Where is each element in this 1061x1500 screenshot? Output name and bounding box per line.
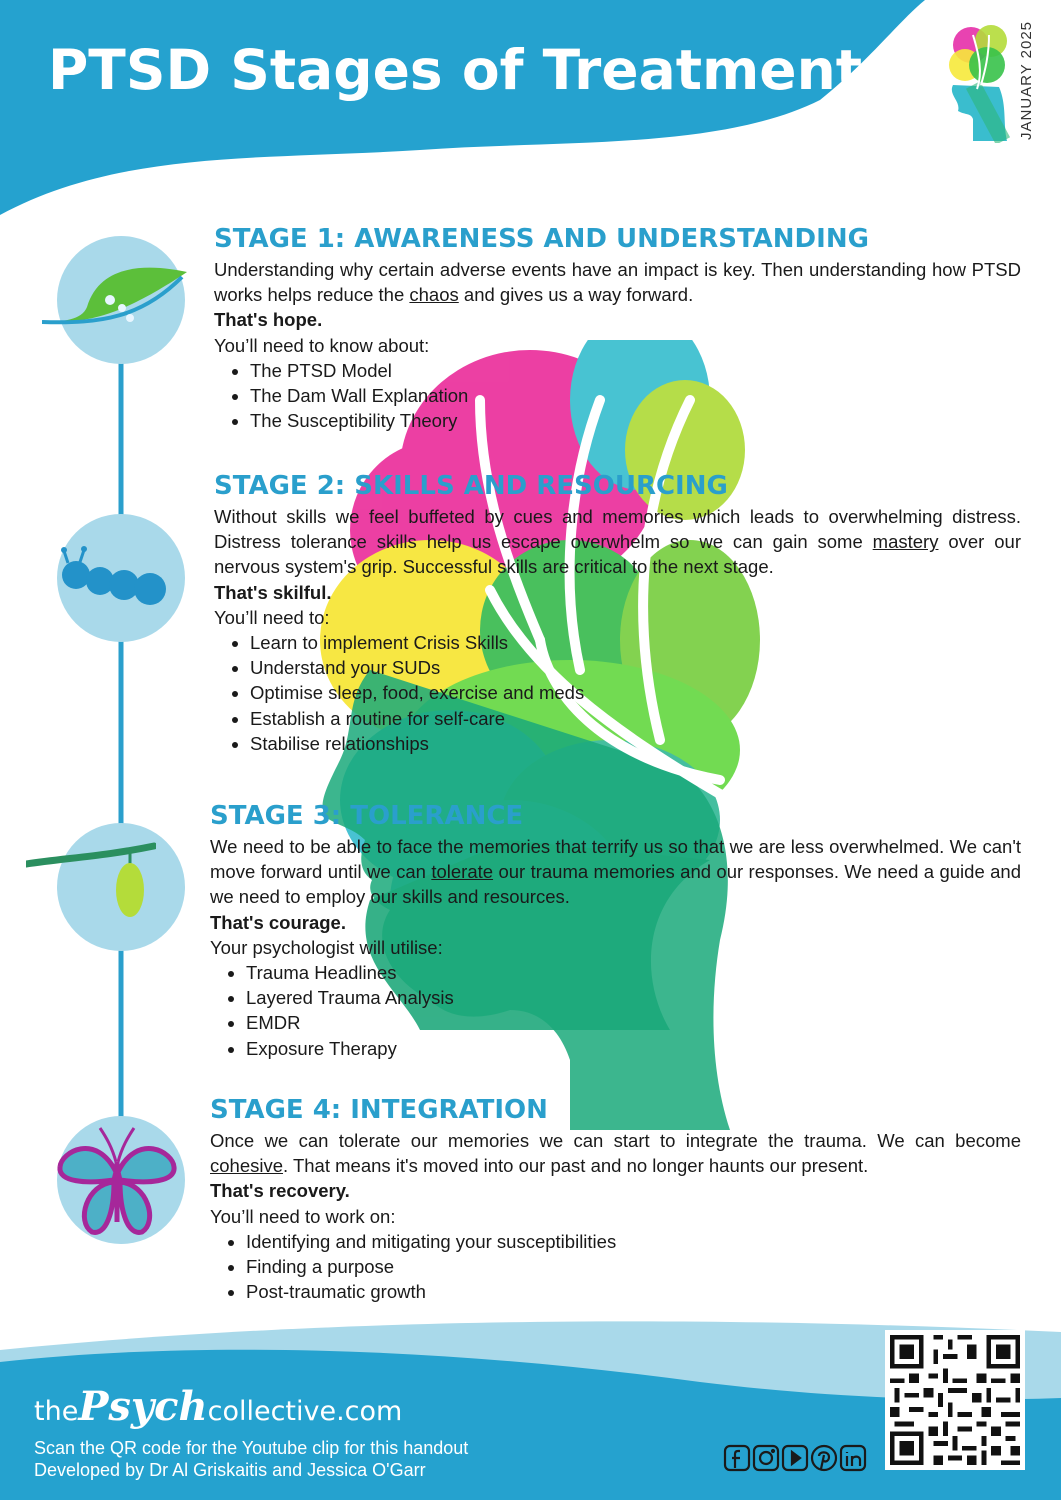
stage-4-lead: You’ll need to work on:	[210, 1205, 396, 1227]
stage-1-list: The PTSD Model The Dam Wall Explanation …	[214, 358, 1021, 434]
header-wave	[0, 0, 925, 215]
qr-note: Scan the QR code for the Youtube clip fo…	[34, 1438, 469, 1458]
stage-2-keyword: mastery	[872, 531, 939, 553]
qr-code-icon[interactable]	[885, 1330, 1025, 1470]
date-label: JANUARY 2025	[1018, 20, 1035, 140]
stage-4-emphasis: That's recovery.	[210, 1180, 350, 1202]
list-item: Finding a purpose	[246, 1254, 1021, 1279]
stage-3-keyword: tolerate	[431, 861, 494, 883]
stage-4-keyword: cohesive	[210, 1155, 284, 1177]
list-item: Optimise sleep, food, exercise and meds	[250, 680, 1021, 705]
list-item: Learn to implement Crisis Skills	[250, 630, 1021, 655]
pinterest-icon[interactable]	[810, 1444, 838, 1472]
stage-3-emphasis: That's courage.	[210, 911, 346, 933]
stage-2-section: STAGE 2: SKILLS AND RESOURCING Without s…	[214, 470, 1021, 756]
list-item: Identifying and mitigating your suscepti…	[246, 1229, 1021, 1254]
leaf-icon	[42, 267, 187, 325]
credits: Developed by Dr Al Griskaitis and Jessic…	[34, 1460, 426, 1480]
site-brand: Psych	[78, 1383, 208, 1430]
site-link[interactable]: thePsychcollective.com	[34, 1383, 403, 1430]
stage-4-section: STAGE 4: INTEGRATION Once we can tolerat…	[210, 1094, 1021, 1304]
psych-collective-logo-icon	[949, 25, 1011, 143]
youtube-icon[interactable]	[781, 1444, 809, 1472]
stage-1-description: Understanding why certain adverse events…	[214, 259, 1021, 306]
stage-1-heading: STAGE 1: AWARENESS AND UNDERSTANDING	[214, 224, 869, 254]
list-item: Stabilise relationships	[250, 731, 1021, 756]
head-silhouette-illustration	[320, 340, 760, 1130]
list-item: Post-traumatic growth	[246, 1279, 1021, 1304]
stage-1-lead: You’ll need to know about:	[214, 334, 430, 356]
stage-4-description: Once we can tolerate our memories we can…	[210, 1130, 1021, 1177]
stage-3-lead: Your psychologist will utilise:	[210, 936, 443, 958]
list-item: Layered Trauma Analysis	[246, 985, 1021, 1010]
caterpillar-icon	[61, 546, 166, 605]
list-item: The PTSD Model	[250, 358, 1021, 383]
instagram-icon[interactable]	[752, 1444, 780, 1472]
stage-1-keyword: chaos	[409, 284, 459, 306]
stage-1-section: STAGE 1: AWARENESS AND UNDERSTANDING Und…	[214, 223, 1021, 433]
chrysalis-icon	[26, 842, 156, 917]
linkedin-icon[interactable]	[839, 1444, 867, 1472]
stage-3-heading: STAGE 3: TOLERANCE	[210, 801, 524, 831]
page-title: PTSD Stages of Treatment	[48, 38, 863, 102]
list-item: Establish a routine for self-care	[250, 706, 1021, 731]
list-item: Exposure Therapy	[246, 1036, 1021, 1061]
list-item: EMDR	[246, 1010, 1021, 1035]
social-icons	[723, 1444, 867, 1472]
stage-1-emphasis: That's hope.	[214, 309, 323, 331]
stage-3-list: Trauma Headlines Layered Trauma Analysis…	[210, 960, 1021, 1061]
stage-3-description: We need to be able to face the memories …	[210, 836, 1022, 908]
stage-3-section: STAGE 3: TOLERANCE We need to be able to…	[210, 800, 1021, 1061]
stage-4-heading: STAGE 4: INTEGRATION	[210, 1095, 548, 1125]
list-item: The Dam Wall Explanation	[250, 383, 1021, 408]
facebook-icon[interactable]	[723, 1444, 751, 1472]
list-item: The Susceptibility Theory	[250, 408, 1021, 433]
list-item: Understand your SUDs	[250, 655, 1021, 680]
stage-2-list: Learn to implement Crisis Skills Underst…	[214, 630, 1021, 756]
stage-2-emphasis: That's skilful.	[214, 581, 332, 603]
stage-2-heading: STAGE 2: SKILLS AND RESOURCING	[214, 471, 728, 501]
stage-4-list: Identifying and mitigating your suscepti…	[210, 1229, 1021, 1305]
stage-2-lead: You’ll need to:	[214, 606, 330, 628]
butterfly-icon	[57, 1127, 177, 1235]
stage-2-description: Without skills we feel buffeted by cues …	[214, 506, 1021, 578]
list-item: Trauma Headlines	[246, 960, 1021, 985]
